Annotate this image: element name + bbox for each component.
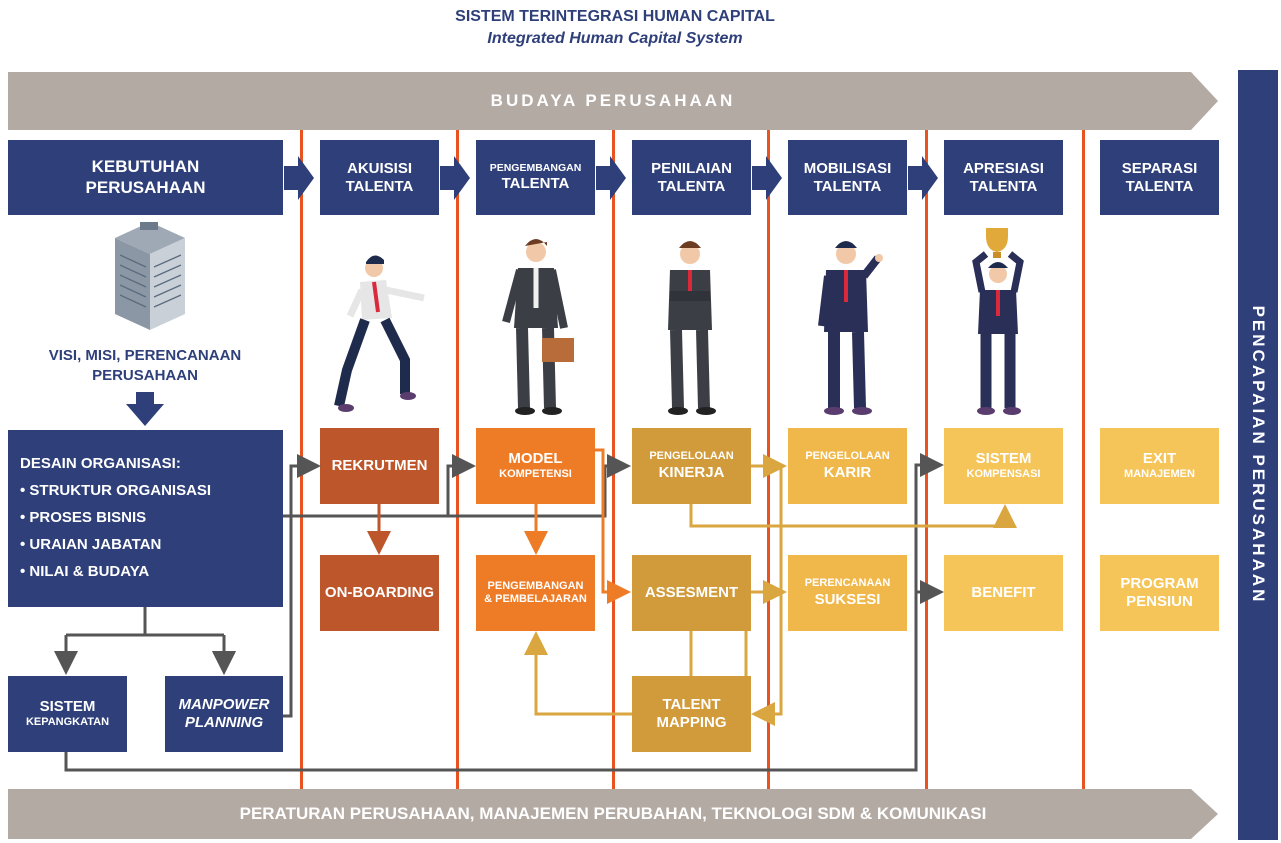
- assesment-box: ASSESMENT: [632, 555, 751, 631]
- benefit-box: BENEFIT: [944, 555, 1063, 631]
- box-line: PENGELOLAAN: [805, 450, 890, 463]
- connector: [524, 631, 632, 716]
- box-line: KOMPETENSI: [499, 468, 572, 481]
- header-line: PENILAIAN: [651, 159, 732, 177]
- exit-manajemen-box: EXIT MANAJEMEN: [1100, 428, 1219, 504]
- pengelolaan-karir-box: PENGELOLAAN KARIR: [788, 428, 907, 504]
- perencanaan-suksesi-box: PERENCANAAN SUKSESI: [788, 555, 907, 631]
- box-line: SISTEM: [39, 698, 96, 716]
- diagram-subtitle: Integrated Human Capital System: [487, 30, 743, 47]
- box-line: KARIR: [823, 463, 872, 481]
- header-kebutuhan-perusahaan: KEBUTUHAN PERUSAHAAN: [8, 140, 283, 215]
- header-line: APRESIASI: [963, 159, 1044, 177]
- budaya-band: BUDAYA PERUSAHAAN: [8, 72, 1218, 130]
- box-line: & PEMBELAJARAN: [484, 593, 587, 605]
- box-line: KOMPENSASI: [966, 468, 1041, 481]
- header-separasi-talenta: SEPARASI TALENTA: [1100, 140, 1219, 215]
- connector: [283, 454, 476, 518]
- visi-misi-label: VISI, MISI, PERENCANAAN PERUSAHAAN: [0, 346, 290, 385]
- businessman-briefcase-icon: [502, 239, 574, 415]
- sistem-kompensasi-box: SISTEM KOMPENSASI: [944, 428, 1063, 504]
- box-line: KINERJA: [658, 463, 725, 481]
- box-line: MANAJEMEN: [1124, 468, 1195, 481]
- talent-mapping-box: TALENT MAPPING: [632, 676, 751, 752]
- running-man-icon: [334, 255, 425, 412]
- desain-item: • PROSES BISNIS: [20, 509, 147, 526]
- box-line: REKRUTMEN: [331, 457, 428, 474]
- box-line: SUKSESI: [814, 590, 881, 608]
- box-line: PERENCANAAN: [804, 577, 891, 590]
- connector: [283, 454, 321, 718]
- box-line: SISTEM: [975, 450, 1032, 468]
- connector: [64, 453, 944, 772]
- header-arrow-icon: [284, 156, 938, 200]
- header-line: MOBILISASI: [803, 159, 892, 177]
- budaya-label: BUDAYA PERUSAHAAN: [490, 91, 736, 110]
- pencapaian-sidebar: PENCAPAIAN PERUSAHAAN: [1238, 70, 1278, 840]
- box-line: EXIT: [1142, 450, 1177, 468]
- header-pengembangan-talenta: PENGEMBANGAN TALENTA: [476, 140, 595, 215]
- pengembangan-pembelajaran-box: PENGEMBANGAN & PEMBELAJARAN: [476, 555, 595, 631]
- visi-line: PERUSAHAAN: [92, 366, 198, 384]
- header-line: TALENTA: [969, 177, 1038, 195]
- rekrutmen-box: REKRUTMEN: [320, 428, 439, 504]
- header-line: TALENTA: [657, 177, 726, 195]
- desain-organisasi-box: DESAIN ORGANISASI: • STRUKTUR ORGANISASI…: [8, 430, 283, 607]
- connector: [595, 448, 631, 604]
- header-line: SEPARASI: [1121, 159, 1198, 177]
- box-line: ON-BOARDING: [324, 584, 435, 601]
- businessman-pointing-icon: [818, 241, 883, 415]
- box-line: MAPPING: [656, 714, 727, 731]
- pencapaian-label: PENCAPAIAN PERUSAHAAN: [1249, 305, 1268, 605]
- box-line: PENGEMBANGAN: [487, 579, 584, 592]
- connector: [448, 454, 631, 518]
- desain-item: • NILAI & BUDAYA: [20, 563, 150, 580]
- header-line: PERUSAHAAN: [85, 177, 206, 197]
- box-line: KEPANGKATAN: [25, 716, 110, 729]
- desain-item: • STRUKTUR ORGANISASI: [20, 482, 212, 499]
- onboarding-box: ON-BOARDING: [320, 555, 439, 631]
- model-kompetensi-box: MODEL KOMPETENSI: [476, 428, 595, 504]
- box-line: BENEFIT: [971, 584, 1036, 601]
- header-line: TALENTA: [501, 174, 570, 192]
- sistem-kepangkatan-box: SISTEM KEPANGKATAN: [8, 676, 127, 752]
- man-with-trophy-icon: [972, 228, 1024, 415]
- box-line: ASSESMENT: [644, 584, 739, 601]
- businessman-arms-crossed-icon: [668, 241, 716, 415]
- header-line: TALENTA: [1125, 177, 1194, 195]
- header-line: PENGEMBANGAN: [489, 162, 582, 175]
- column-divider: [1082, 130, 1085, 789]
- header-line: KEBUTUHAN: [91, 157, 200, 177]
- box-line: PLANNING: [184, 714, 264, 731]
- header-line: TALENTA: [813, 177, 882, 195]
- header-line: TALENTA: [345, 177, 414, 195]
- header-mobilisasi-talenta: MOBILISASI TALENTA: [788, 140, 907, 215]
- box-line: PROGRAM: [1120, 575, 1199, 592]
- header-line: AKUISISI: [346, 159, 412, 177]
- pengelolaan-kinerja-box: PENGELOLAAN KINERJA: [632, 428, 751, 504]
- desain-item: • URAIAN JABATAN: [20, 536, 162, 553]
- header-akuisisi-talenta: AKUISISI TALENTA: [320, 140, 439, 215]
- box-line: MODEL: [508, 450, 563, 468]
- down-arrow-icon: [126, 392, 164, 426]
- box-line: MANPOWER: [178, 696, 270, 713]
- visi-line: VISI, MISI, PERENCANAAN: [48, 347, 242, 364]
- building-icon: [115, 222, 185, 330]
- desain-title: DESAIN ORGANISASI:: [20, 455, 181, 472]
- header-apresiasi-talenta: APRESIASI TALENTA: [944, 140, 1063, 215]
- peraturan-band: PERATURAN PERUSAHAAN, MANAJEMEN PERUBAHA…: [8, 789, 1218, 839]
- diagram-title: SISTEM TERINTEGRASI HUMAN CAPITAL: [455, 8, 775, 25]
- header-penilaian-talenta: PENILAIAN TALENTA: [632, 140, 751, 215]
- box-line: PENSIUN: [1126, 593, 1193, 610]
- connector: [751, 466, 783, 726]
- box-line: TALENT: [662, 696, 721, 713]
- box-line: PENGELOLAAN: [649, 450, 734, 463]
- peraturan-label: PERATURAN PERUSAHAAN, MANAJEMEN PERUBAHA…: [239, 804, 987, 823]
- connector: [689, 504, 1017, 528]
- program-pensiun-box: PROGRAM PENSIUN: [1100, 555, 1219, 631]
- connector: [64, 607, 224, 669]
